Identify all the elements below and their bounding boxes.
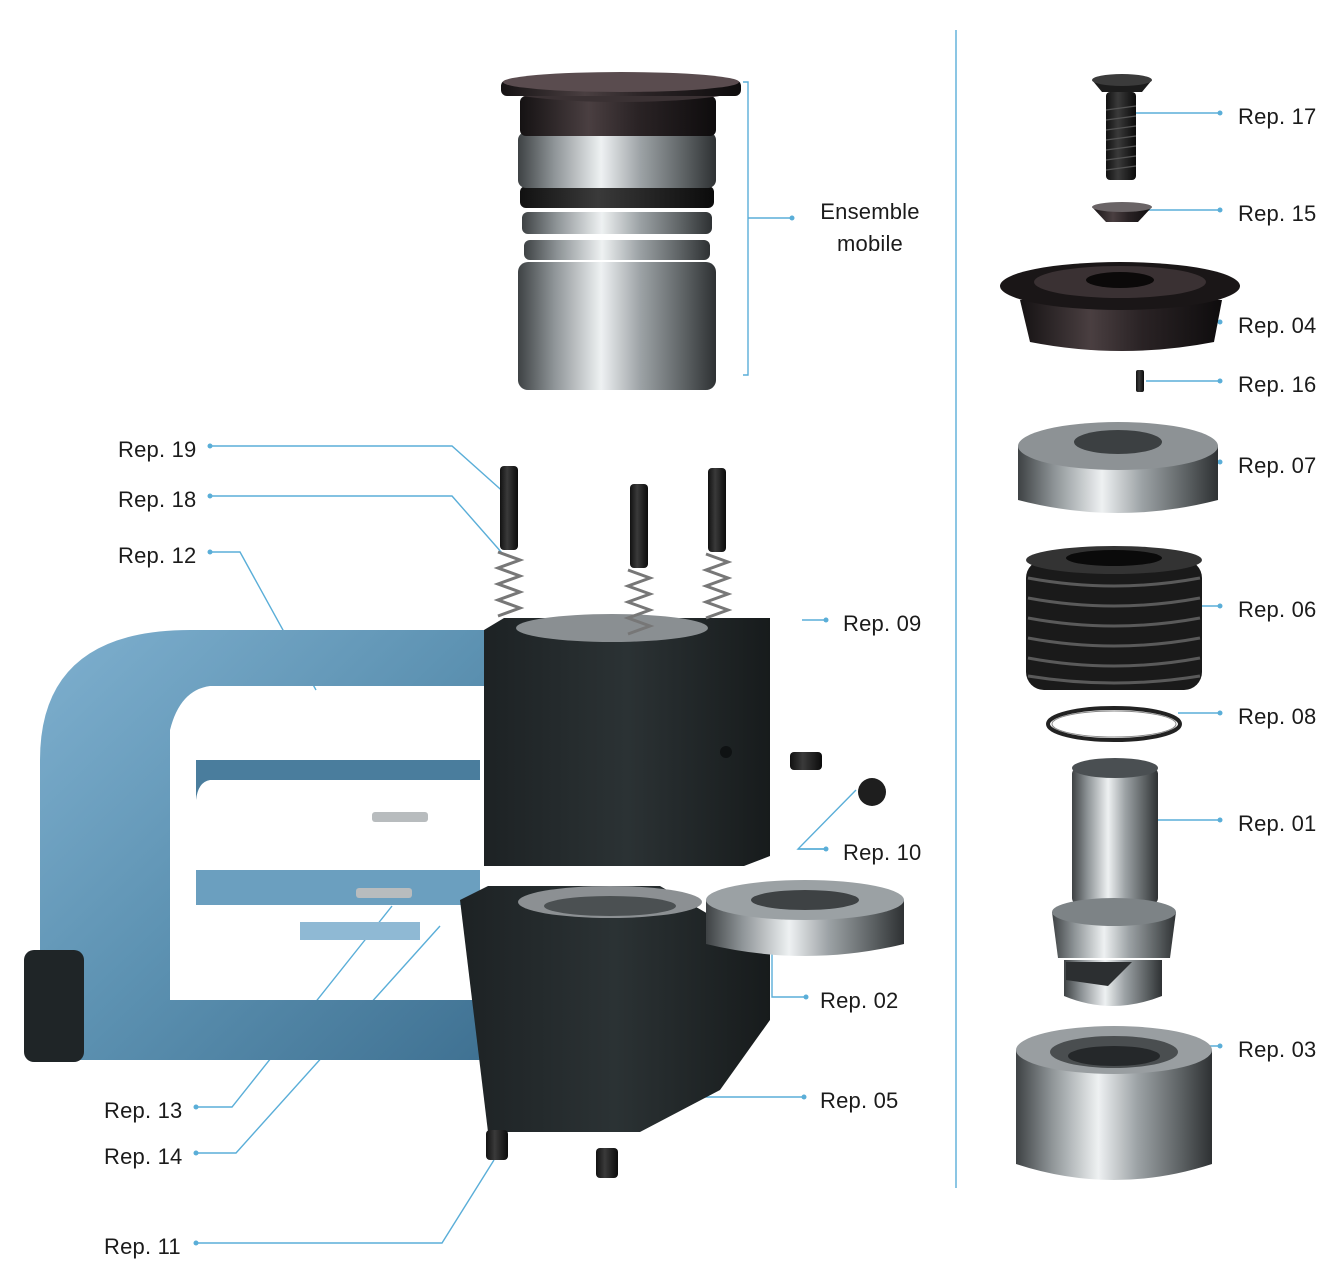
- leader-dots: [193, 110, 1223, 1246]
- label-rep-05: Rep. 05: [820, 1088, 899, 1113]
- label-rep-03: Rep. 03: [1238, 1037, 1317, 1062]
- pin-part: [1136, 370, 1144, 392]
- label-rep-17: Rep. 17: [1238, 104, 1317, 129]
- disc-springs-part: [1026, 546, 1202, 690]
- label-rep-01: Rep. 01: [1238, 811, 1317, 836]
- label-rep-06: Rep. 06: [1238, 597, 1317, 622]
- washer-part: [1092, 202, 1152, 222]
- screw-part: [1092, 74, 1152, 180]
- cap-part: [1000, 262, 1240, 351]
- label-rep-16: Rep. 16: [1238, 372, 1317, 397]
- label-rep-09: Rep. 09: [843, 611, 922, 636]
- die-part: [1016, 1026, 1212, 1180]
- label-rep-12: Rep. 12: [118, 543, 197, 568]
- springs-and-guides-part: [493, 466, 733, 636]
- label-rep-08: Rep. 08: [1238, 704, 1317, 729]
- label-rep-07: Rep. 07: [1238, 453, 1317, 478]
- press-frame-part: [24, 630, 490, 1062]
- assembly-label: Ensemble mobile: [820, 199, 920, 256]
- label-rep-14: Rep. 14: [104, 1144, 183, 1169]
- upper-block-part: [484, 614, 770, 866]
- punch-part: [1052, 758, 1176, 1006]
- label-rep-13: Rep. 13: [104, 1098, 183, 1123]
- ring-part: [1018, 422, 1218, 513]
- label-rep-02: Rep. 02: [820, 988, 899, 1013]
- moving-assembly-part: [501, 72, 741, 390]
- label-rep-18: Rep. 18: [118, 487, 197, 512]
- stripper-ring-part: [706, 880, 904, 956]
- circlip-part: [1046, 706, 1182, 742]
- label-rep-15: Rep. 15: [1238, 201, 1317, 226]
- label-rep-10: Rep. 10: [843, 840, 922, 865]
- label-rep-19: Rep. 19: [118, 437, 197, 462]
- assembly-bracket: [743, 81, 749, 376]
- small-screws-part: [356, 752, 886, 1178]
- label-rep-11: Rep. 11: [104, 1234, 181, 1259]
- label-rep-04: Rep. 04: [1238, 313, 1317, 338]
- lower-block-part: [460, 886, 770, 1132]
